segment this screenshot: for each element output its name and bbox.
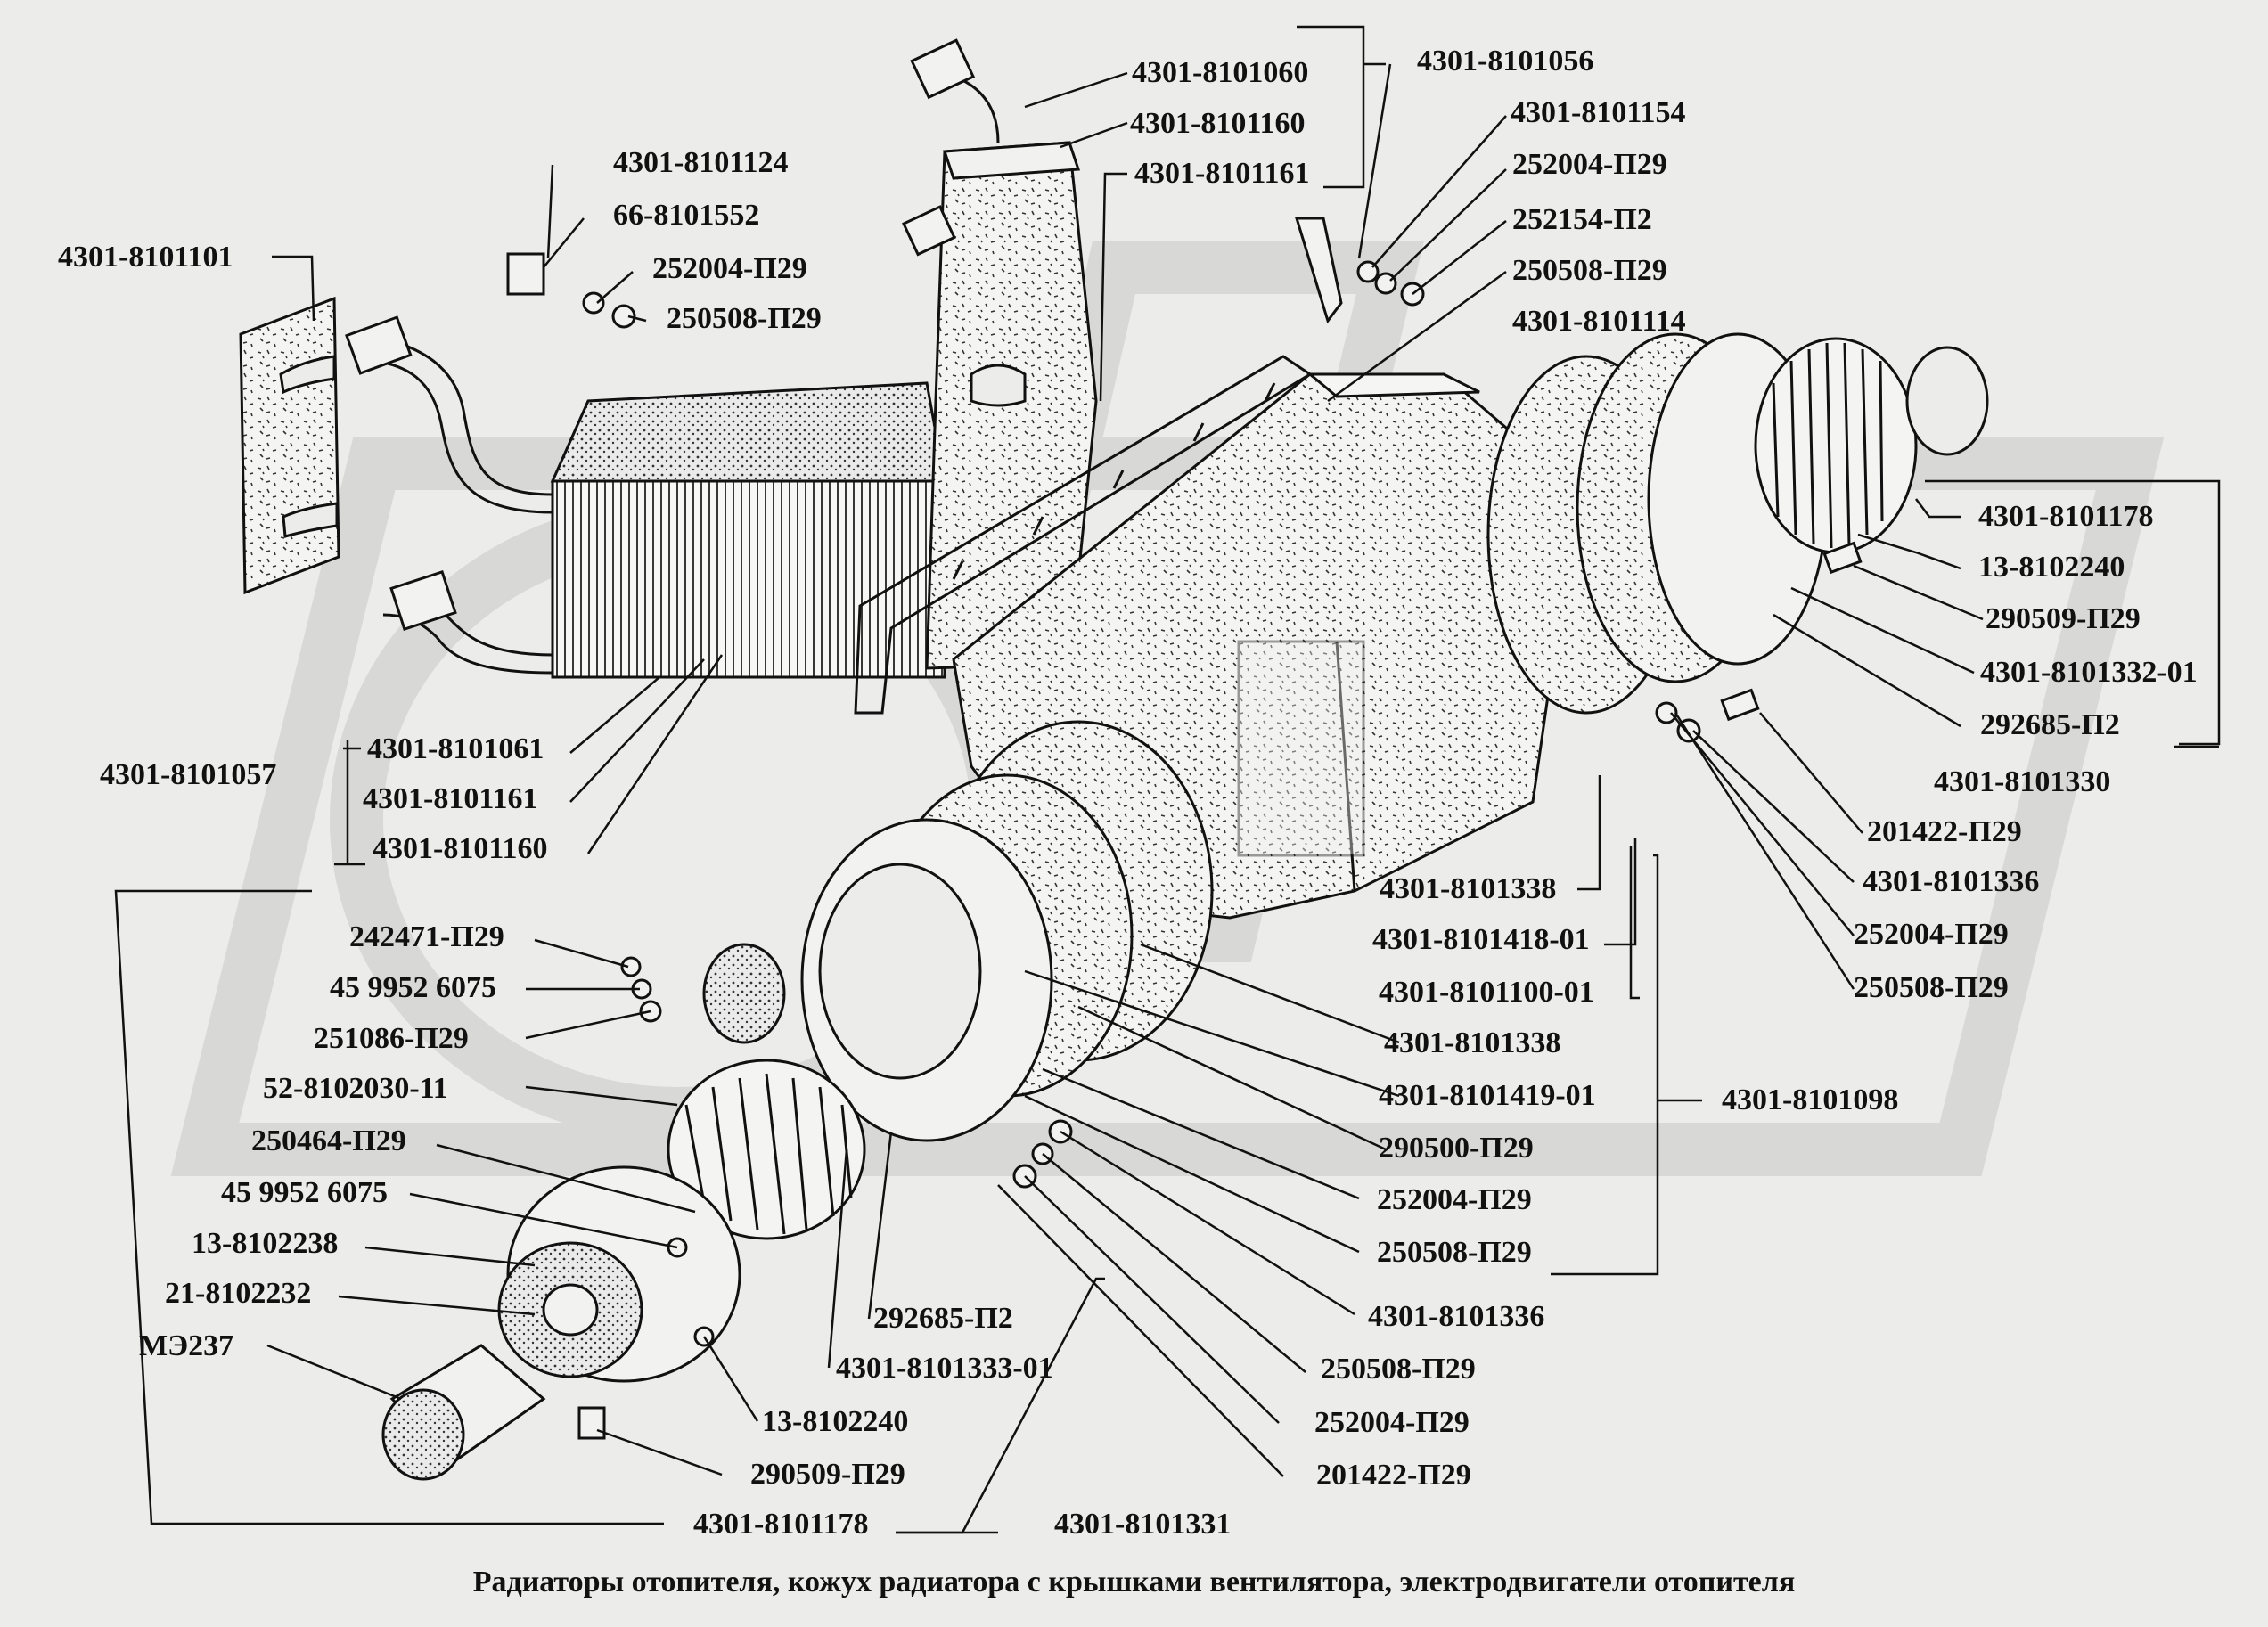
part-label: 45 9952 6075 [221,1176,388,1209]
part-label: 4301-8101061 [367,732,544,765]
part-label: 4301-8101178 [1978,500,2154,533]
electric-motor-ME237 [381,1344,546,1481]
radiator-pipes [345,315,553,675]
part-label: 252004-П29 [1377,1183,1532,1216]
part-label: 4301-8101330 [1934,765,2111,798]
part-label: 4301-8101100-01 [1379,976,1594,1009]
figure-caption: Радиаторы отопителя, кожух радиатора с к… [472,1566,1796,1598]
part-label: 4301-8101160 [373,832,548,865]
part-label: 4301-8101160 [1130,107,1306,140]
part-label: 201422-П29 [1867,815,2022,848]
part-label: 13-8102238 [192,1227,339,1260]
part-label: 4301-8101154 [1511,96,1686,129]
part-label: 52-8102030-11 [263,1072,448,1105]
part-label: 4301-8101056 [1417,45,1594,78]
part-label: 4301-8101114 [1512,305,1686,338]
part-label: 201422-П29 [1316,1459,1471,1492]
gasket-frame-4301-8101114 [854,355,1313,715]
part-label: 4301-8101057 [100,758,277,791]
part-label: 13-8102240 [1978,551,2125,584]
part-label: 250508-П29 [1512,254,1667,287]
part-label: 4301-8101060 [1132,56,1309,89]
part-label: 242471-П29 [349,920,504,953]
part-label: 4301-8101418-01 [1372,923,1590,956]
part-label: 4301-8101419-01 [1379,1079,1596,1112]
part-label: 252004-П29 [652,252,807,285]
part-label: 252004-П29 [1512,148,1667,181]
part-label: 251086-П29 [314,1022,469,1055]
part-label: 292685-П2 [1980,708,2120,741]
part-label: 250508-П29 [1377,1236,1532,1269]
part-label: 250508-П29 [667,302,822,335]
part-label: 4301-8101161 [1134,157,1310,190]
part-label: 4301-8101178 [693,1508,869,1541]
part-label: 252004-П29 [1314,1406,1470,1439]
part-label: МЭ237 [139,1329,234,1362]
part-label: 45 9952 6075 [330,971,496,1004]
radiator-housing-4301-8101160 [902,38,1098,670]
part-label: 66-8101552 [613,199,760,232]
part-label: 292685-П2 [873,1302,1013,1335]
part-label: 290509-П29 [750,1458,905,1491]
part-label: 252004-П29 [1854,918,2009,951]
radiator-core [550,381,946,679]
seal-plate-4301-8101101 [239,296,340,595]
fan-cover-left [702,720,1214,1142]
part-label: 4301-8101098 [1722,1083,1899,1116]
part-label: 290500-П29 [1379,1132,1534,1165]
part-label: 250508-П29 [1854,971,2009,1004]
part-label: 13-8102240 [762,1405,909,1438]
part-label: 4301-8101336 [1863,865,2040,898]
part-label: 4301-8101336 [1368,1300,1545,1333]
part-label: 4301-8101338 [1384,1026,1561,1059]
part-label: 252154-П2 [1512,203,1652,236]
motor-mount-left [497,1165,741,1383]
part-label: 4301-8101331 [1054,1508,1232,1541]
leader-lines [114,25,2221,1534]
part-label: 4301-8101161 [363,782,538,815]
part-label: 4301-8101332-01 [1980,656,2198,689]
part-label: 4301-8101101 [58,241,233,274]
part-label: 290509-П29 [1986,602,2141,635]
part-label: 4301-8101338 [1380,872,1557,905]
part-label: 250464-П29 [251,1124,406,1157]
fan-impeller-left [667,1059,866,1240]
part-label: 4301-8101124 [613,146,789,179]
part-label: 21-8102232 [165,1277,312,1310]
part-label: 250508-П29 [1321,1353,1476,1386]
part-label: 4301-8101333-01 [836,1352,1053,1385]
fan-impeller-right [1754,337,1989,554]
